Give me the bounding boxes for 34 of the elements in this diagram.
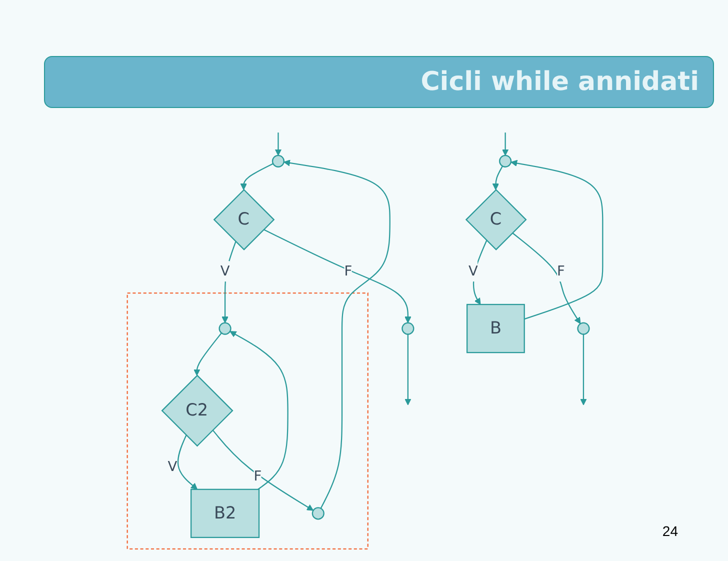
edge-label: F: [557, 263, 565, 280]
arrow: [580, 334, 587, 406]
edge-label: F: [344, 263, 352, 280]
arrow: [212, 430, 314, 511]
node-diamond: C: [213, 188, 275, 250]
arrow: [510, 160, 604, 320]
title-banner: Cicli while annidati: [44, 56, 714, 108]
node-diamond: C: [465, 188, 527, 250]
arrow: [194, 332, 222, 376]
arrow: [274, 132, 282, 156]
node-diamond: C2: [161, 374, 234, 447]
node-box: B: [466, 304, 525, 354]
arrow: [502, 132, 509, 156]
arrow: [177, 435, 198, 490]
arrow: [512, 232, 581, 324]
arrow: [230, 331, 288, 490]
edge-label: V: [468, 263, 478, 280]
node-circle: [499, 154, 512, 168]
node-circle: [312, 507, 324, 520]
page-number: 24: [662, 523, 678, 539]
arrow: [240, 163, 274, 190]
edge-label: F: [254, 468, 262, 484]
node-circle: [218, 322, 232, 335]
node-circle: [577, 322, 590, 335]
arrow: [263, 229, 412, 324]
node-circle: [402, 322, 414, 335]
cluster: [126, 292, 368, 550]
arrow: [284, 160, 390, 509]
node-box: B2: [190, 488, 260, 538]
arrow: [492, 166, 503, 190]
node-circle: [272, 154, 285, 168]
arrow: [404, 334, 412, 406]
edge-label: V: [220, 263, 230, 280]
edge-label: V: [168, 458, 178, 475]
